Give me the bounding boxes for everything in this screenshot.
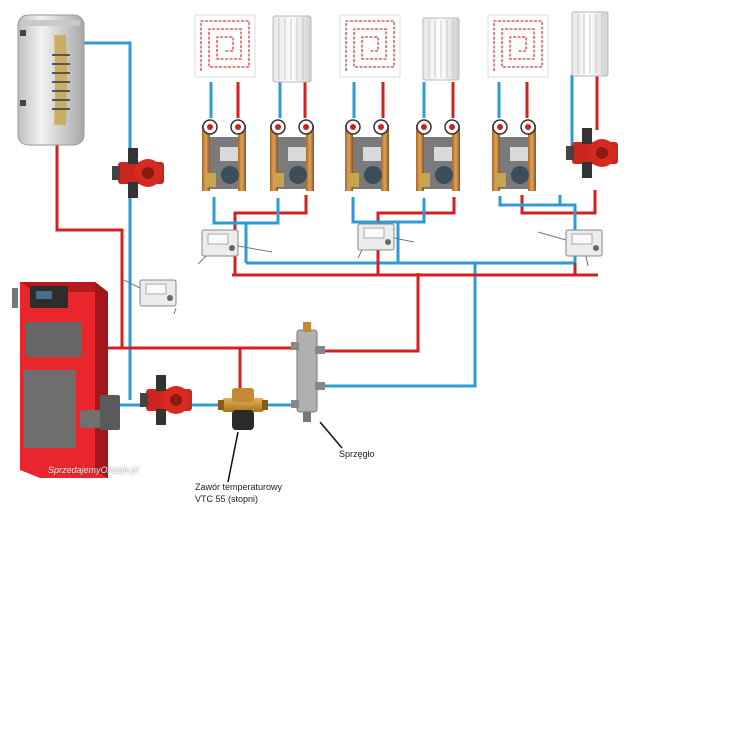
coupler-supply-out — [314, 273, 420, 353]
tank-return-pipe — [72, 41, 132, 400]
circulation-pump-icon — [140, 375, 192, 425]
controller-icon — [123, 279, 177, 315]
valve-label-line1: Zawór temperaturowy — [195, 482, 283, 492]
group2-return — [351, 197, 400, 263]
radiator-icon — [422, 17, 460, 81]
circulation-pump-icon — [566, 128, 618, 178]
floor-heating-loop-icon — [487, 14, 549, 78]
coupler-label: Sprzęgło — [339, 449, 375, 459]
mixing-group-icon — [416, 119, 460, 191]
controller-icon — [537, 229, 603, 267]
mixing-group-icon — [345, 119, 389, 191]
floor-heating-loop-icon — [339, 14, 401, 78]
valve-pointer — [227, 431, 239, 483]
thermostatic-valve-icon — [218, 388, 268, 430]
tank-supply-pipe — [55, 145, 124, 348]
group1-return — [212, 197, 248, 263]
watermark: SprzedajemyOkazje.pl — [48, 465, 139, 475]
controller-icon — [357, 223, 415, 259]
mixing-group-icon — [202, 119, 246, 191]
hot-water-tank-icon — [17, 14, 85, 146]
coupler-pointer — [319, 421, 343, 449]
floor-heating-loop-icon — [194, 14, 256, 78]
circulation-pump-icon — [112, 148, 164, 198]
boiler-icon — [12, 282, 120, 478]
controller-icon — [197, 229, 273, 265]
pipework — [55, 41, 599, 407]
mixing-group-icon — [492, 119, 536, 191]
hydraulic-coupler-icon — [291, 322, 325, 422]
radiator-icon — [571, 11, 609, 77]
mixing-group-icon — [270, 119, 314, 191]
coupler-return-in — [318, 263, 477, 388]
valve-label-line2: VTC 55 (stopni) — [195, 494, 259, 504]
radiator-icon — [272, 15, 312, 83]
